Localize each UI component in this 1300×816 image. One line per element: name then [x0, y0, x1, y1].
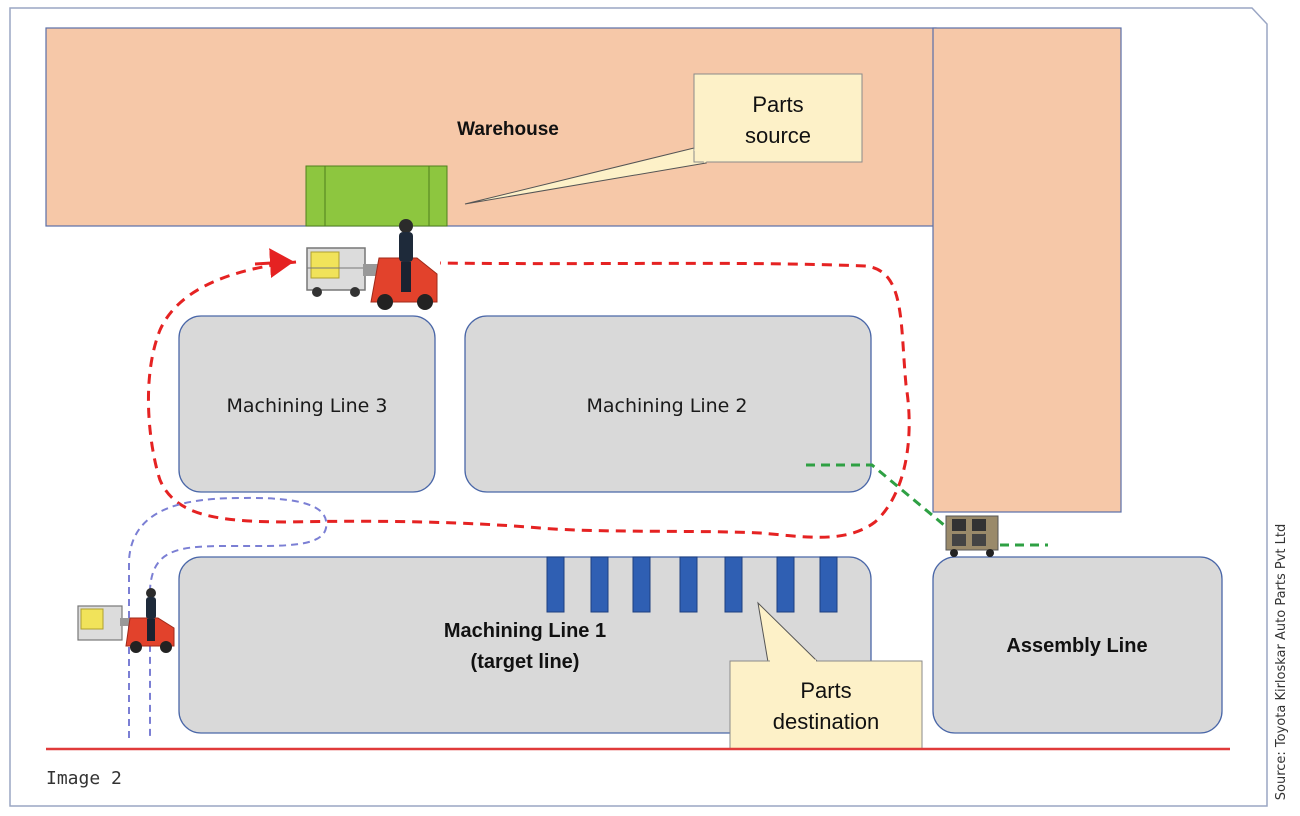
- machining-line-2-block: [464, 315, 872, 493]
- parts-cart-icon: [945, 515, 999, 557]
- machining-line-1-block: [178, 556, 872, 734]
- source-credit: Source: Toyota Kirloskar Auto Parts Pvt …: [1274, 524, 1289, 801]
- parts-dock: [305, 165, 448, 227]
- warehouse-east-block: [932, 27, 1122, 513]
- callout-destination-line1: Parts: [800, 678, 851, 703]
- callout-parts-destination: Parts destination: [729, 601, 923, 750]
- warehouse-label: Warehouse: [457, 119, 559, 140]
- image-caption: Image 2: [46, 768, 122, 789]
- tugger-vehicle-left-icon: [77, 588, 175, 653]
- parts-stations: [546, 556, 838, 613]
- route-arrow-icon: [254, 248, 294, 279]
- frame-border: [9, 7, 1268, 807]
- station-1: [546, 556, 565, 613]
- callout-parts-source: Parts source: [464, 73, 863, 205]
- station-5: [724, 556, 743, 613]
- machining-line-1-sublabel: (target line): [471, 651, 580, 673]
- assembly-line-block: [932, 556, 1223, 734]
- callout-source-line1: Parts: [752, 92, 803, 117]
- station-7: [819, 556, 838, 613]
- tugger-vehicle-icon: [306, 219, 438, 310]
- route-blue: [128, 496, 328, 738]
- callout-destination-line2: destination: [773, 709, 879, 734]
- machining-line-3-block: [178, 315, 436, 493]
- machining-line-1-label: Machining Line 1: [444, 620, 606, 642]
- assembly-line-label: Assembly Line: [1006, 635, 1147, 657]
- callout-source-line2: source: [745, 123, 811, 148]
- route-green: [806, 463, 1048, 547]
- machining-line-3-label: Machining Line 3: [227, 395, 388, 417]
- machining-line-2-label: Machining Line 2: [587, 395, 748, 417]
- station-3: [632, 556, 651, 613]
- station-2: [590, 556, 609, 613]
- station-4: [679, 556, 698, 613]
- station-6: [776, 556, 795, 613]
